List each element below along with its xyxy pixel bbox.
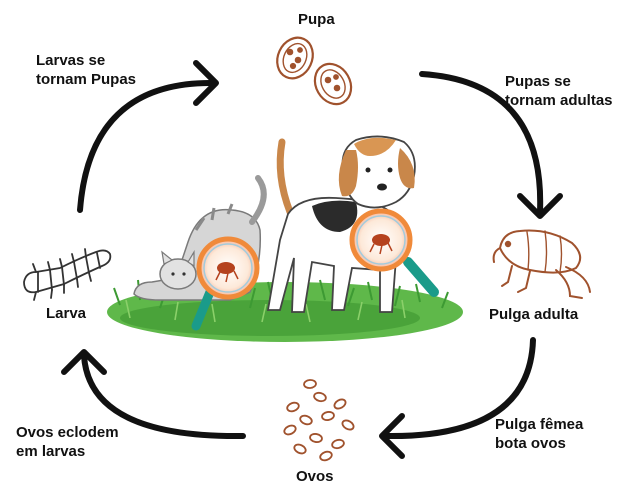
transition-line-1: Larvas se [36, 52, 106, 69]
transition-line-2: em larvas [16, 443, 86, 460]
pupa-icon [276, 36, 353, 106]
arrow-adult-to-eggs [383, 337, 536, 440]
transition-label-pupa-to-adult: Pupas se tornam adultas [505, 72, 613, 110]
magnifier-icon [191, 236, 260, 331]
transition-line-1: Pupas se [505, 73, 571, 90]
larva-icon [23, 248, 112, 301]
arrow-eggs-to-larva-head [61, 349, 107, 375]
transition-line-2: tornam adultas [505, 92, 613, 109]
flea-adult-icon [492, 229, 591, 299]
transition-line-2: tornam Pupas [36, 71, 137, 88]
stage-label-larva-text: Larva [46, 305, 87, 322]
transition-label-eggs-to-larva: Ovos eclodem em larvas [16, 423, 119, 461]
stage-label-adult-text: Pulga adulta [489, 306, 579, 323]
transition-label-larva-to-pupa: Larvas se tornam Pupas [36, 51, 136, 89]
transition-line-1: Pulga fêmea [495, 416, 584, 433]
stage-label-eggs-text: Ovos [296, 468, 334, 485]
arrow-eggs-to-larva [81, 353, 246, 440]
arrow-larva-to-pupa-head [193, 60, 219, 106]
arrow-larva-to-pupa [77, 79, 215, 213]
transition-line-2: bota ovos [495, 435, 566, 452]
transition-label-adult-to-eggs: Pulga fêmea bota ovos [495, 415, 583, 453]
arrow-pupa-to-adult [419, 71, 544, 215]
stage-label-eggs: Ovos [296, 467, 334, 486]
magnifier-icon [349, 208, 439, 297]
transition-line-1: Ovos eclodem [16, 424, 119, 441]
cycle-arrows [61, 60, 563, 459]
arrow-pupa-to-adult-head [517, 193, 563, 219]
stage-label-pupa: Pupa [298, 10, 335, 29]
stage-label-pupa-text: Pupa [298, 11, 335, 28]
eggs-icon [283, 379, 355, 462]
arrow-adult-to-eggs-head [379, 413, 405, 459]
stage-label-larva: Larva [46, 304, 86, 323]
stage-label-adult: Pulga adulta [489, 305, 578, 324]
